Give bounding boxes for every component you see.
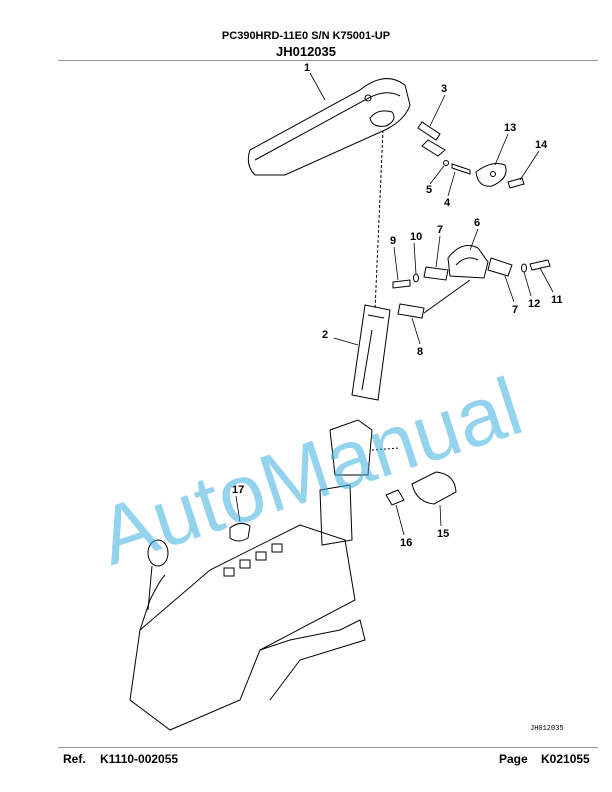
callout-11: 11: [551, 294, 563, 306]
bracket-6: [447, 245, 489, 279]
ref-label: Ref.: [63, 752, 86, 766]
plug-17: [229, 522, 251, 542]
model-title: PC390HRD-11E0 S/N K75001-UP: [221, 30, 391, 42]
spacer-16: [385, 489, 405, 506]
callout-15: 15: [437, 528, 449, 540]
callout-12: 12: [528, 298, 540, 310]
lower-bracket: [329, 419, 373, 476]
callout-7a: 7: [437, 224, 443, 236]
page-label: Page: [499, 752, 528, 766]
plate-8: [397, 303, 425, 319]
washer-5: [443, 160, 449, 166]
callout-13: 13: [504, 122, 516, 134]
callout-10: 10: [410, 231, 422, 243]
footer-rule: [58, 747, 598, 748]
figure-stamp: JH012035: [530, 725, 564, 733]
callout-8: 8: [417, 346, 423, 358]
callout-1: 1: [304, 62, 310, 74]
column-part: [351, 304, 391, 401]
bolt-9: [392, 279, 411, 289]
callout-16: 16: [400, 537, 412, 549]
bolt-11: [529, 259, 551, 271]
bolt-4: [451, 163, 471, 175]
callout-17: 17: [232, 484, 244, 496]
header-rule: [58, 60, 598, 61]
console-base: [129, 484, 366, 731]
callout-5: 5: [426, 184, 432, 196]
callout-2: 2: [322, 329, 328, 341]
ref-value: K1110-002055: [100, 752, 179, 766]
shim-7a: [423, 266, 449, 281]
callout-3: 3: [441, 83, 447, 95]
callout-14: 14: [535, 139, 548, 151]
callout-7b: 7: [512, 304, 518, 316]
figure-code: JH012035: [276, 44, 336, 59]
callout-4: 4: [444, 197, 451, 209]
pin-part: [417, 121, 446, 157]
callout-9: 9: [390, 235, 396, 247]
knob-15: [411, 471, 457, 505]
shim-7b: [487, 257, 513, 277]
callout-6: 6: [474, 217, 480, 229]
armrest-part: [247, 78, 411, 311]
bolt-14: [507, 177, 525, 189]
plate-13: [475, 163, 507, 187]
page-value: K021055: [541, 752, 590, 766]
